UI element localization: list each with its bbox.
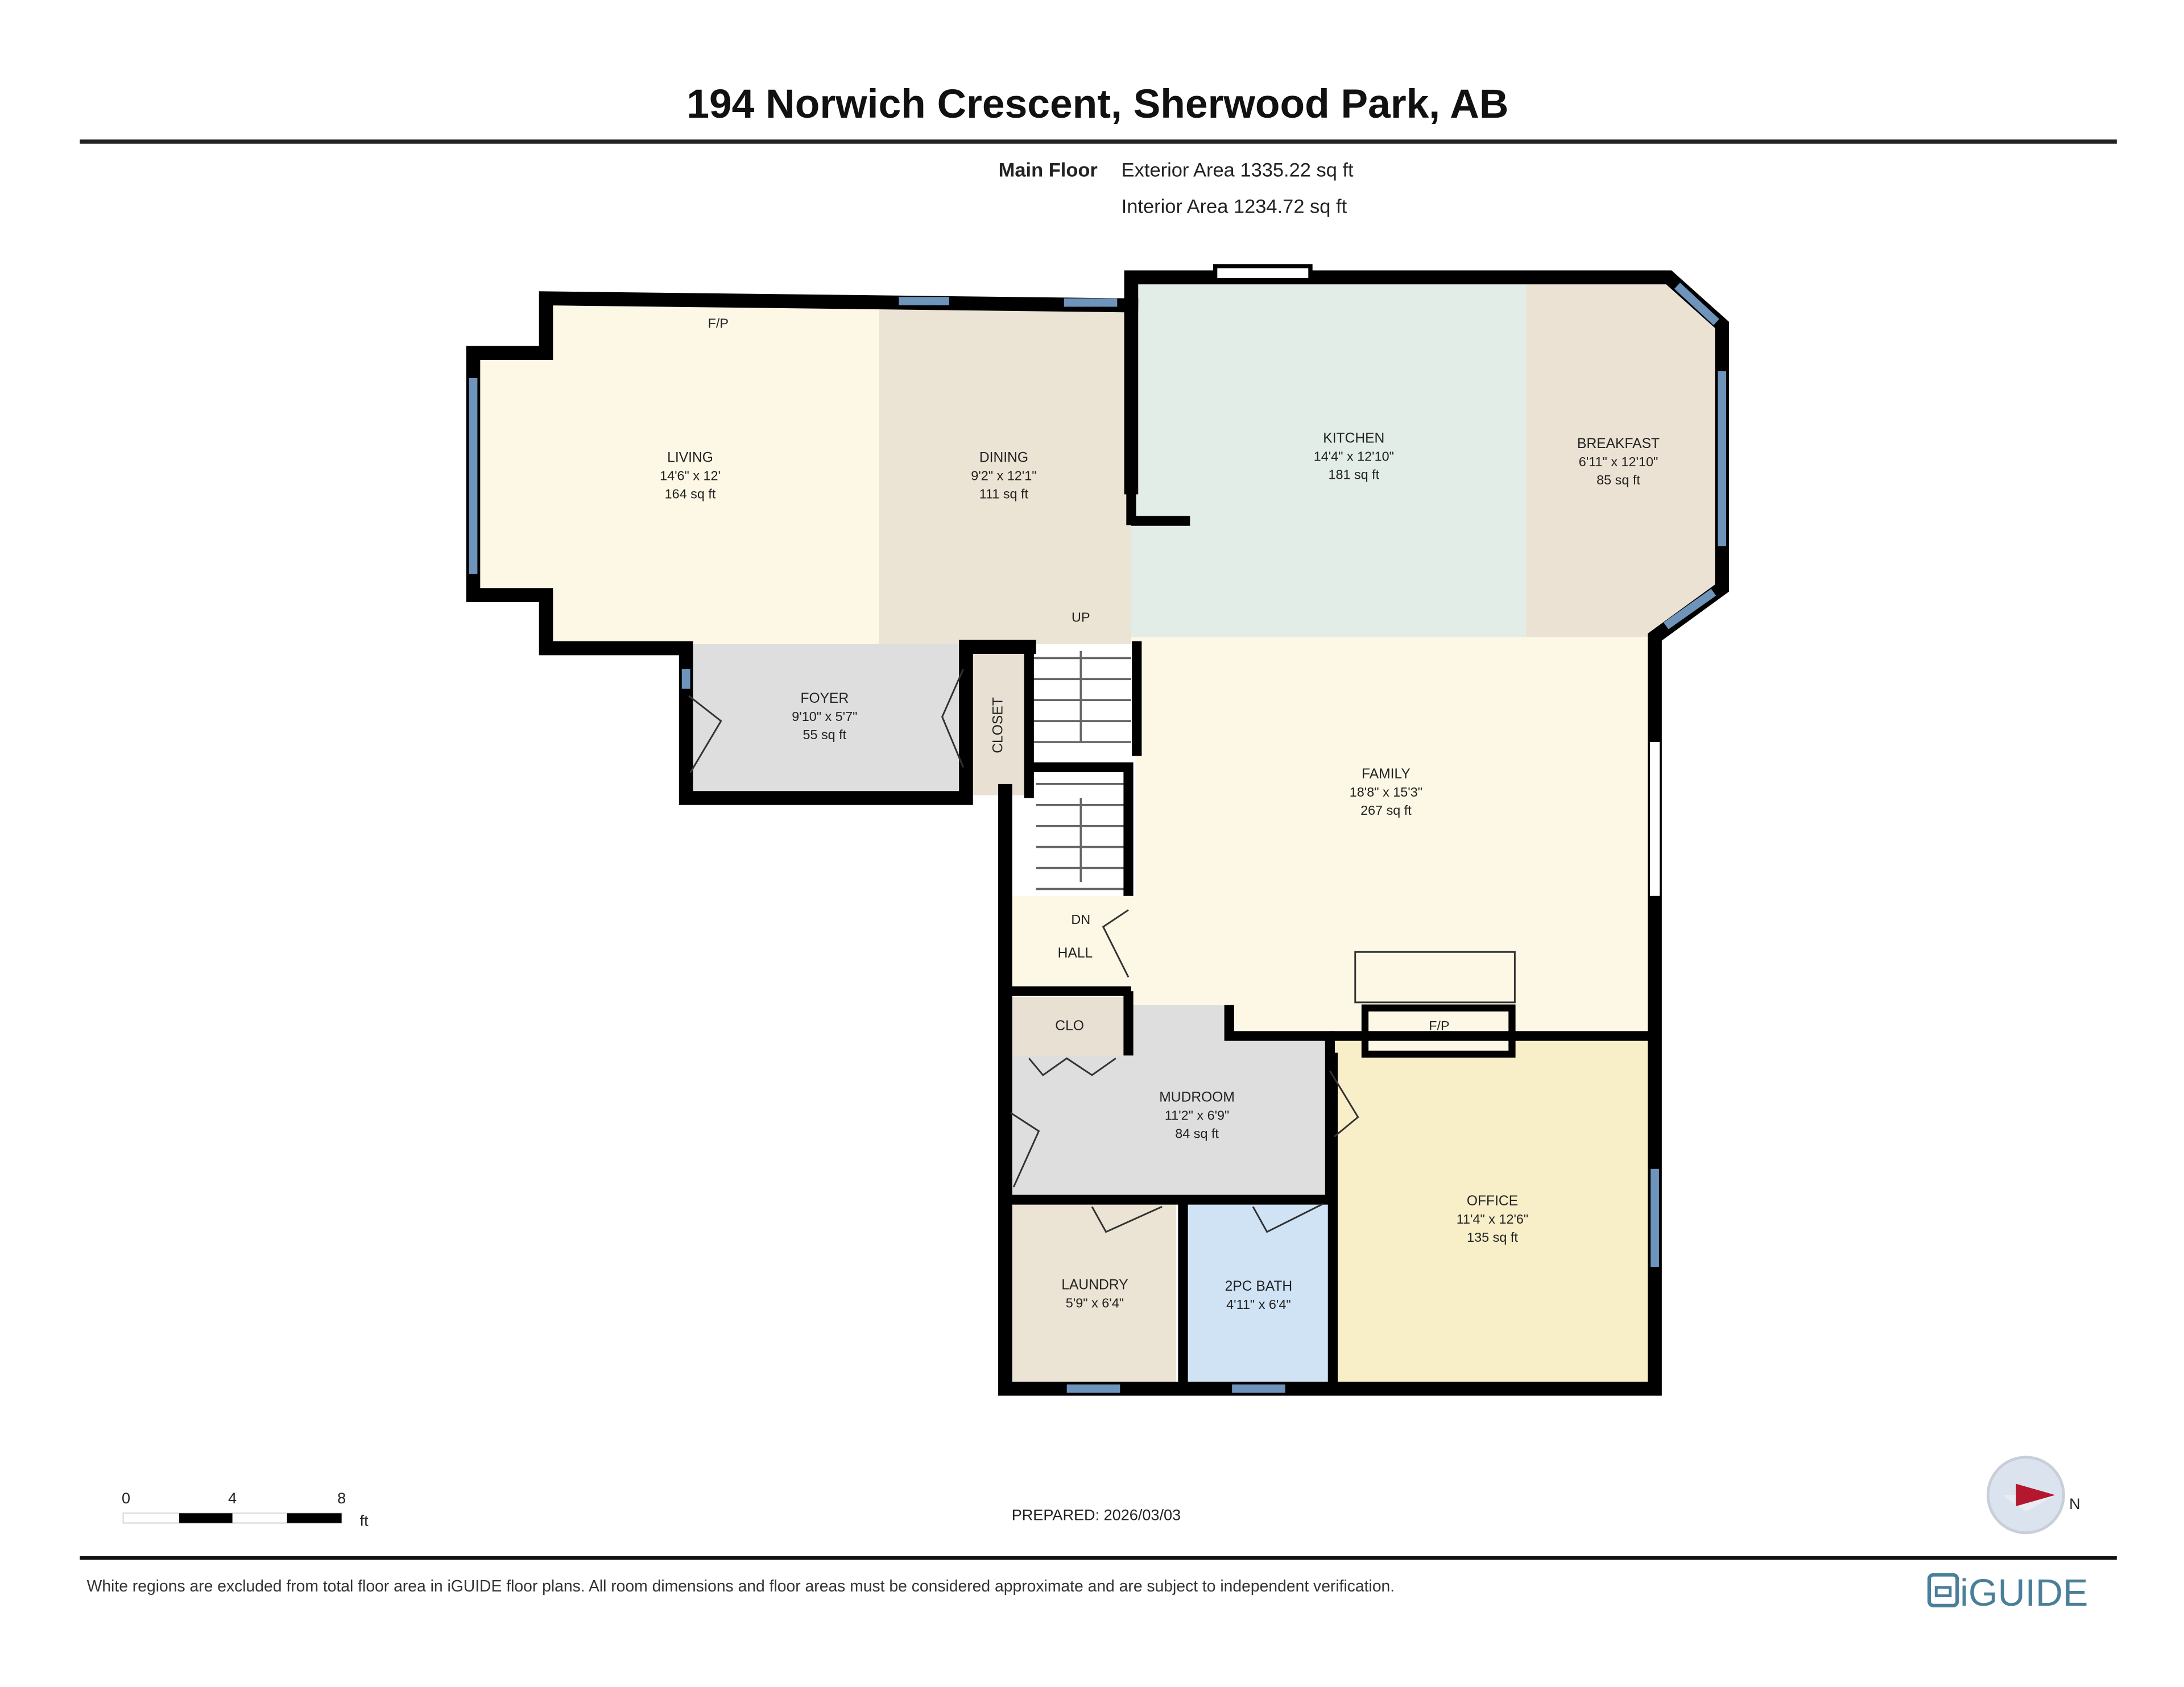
kitchen-dims: 14'4" x 12'10" bbox=[1314, 449, 1394, 463]
exterior-area: Exterior Area 1335.22 sq ft bbox=[1122, 160, 1354, 181]
office-area: 135 sq ft bbox=[1467, 1230, 1518, 1245]
office-dims: 11'4" x 12'6" bbox=[1457, 1212, 1528, 1226]
page-title: 194 Norwich Crescent, Sherwood Park, AB bbox=[686, 81, 1508, 127]
room-hall bbox=[1011, 896, 1134, 992]
office-name: OFFICE bbox=[1467, 1193, 1518, 1209]
room-mudroom bbox=[1011, 1005, 1330, 1200]
windows bbox=[469, 264, 1727, 1393]
scale-tick-0: 0 bbox=[122, 1489, 130, 1507]
breakfast-area: 85 sq ft bbox=[1596, 472, 1640, 487]
disclaimer: White regions are excluded from total fl… bbox=[87, 1577, 1395, 1595]
dining-dims: 9'2" x 12'1" bbox=[971, 469, 1036, 483]
bath-name: 2PC BATH bbox=[1225, 1279, 1293, 1294]
fireplace-hearth bbox=[1354, 951, 1516, 1004]
living-dims: 14'6" x 12' bbox=[660, 469, 721, 483]
living-area: 164 sq ft bbox=[665, 487, 716, 501]
dining-name: DINING bbox=[979, 450, 1028, 466]
room-foyer bbox=[686, 644, 966, 798]
room-laundry bbox=[1011, 1204, 1176, 1390]
dining-area: 111 sq ft bbox=[979, 487, 1029, 501]
scale-bar: 0 4 8 ft bbox=[122, 1489, 369, 1529]
dn-label: DN bbox=[1071, 912, 1090, 927]
scale-tick-8: 8 bbox=[337, 1489, 346, 1507]
room-office bbox=[1333, 1035, 1655, 1389]
doors bbox=[688, 669, 1359, 1233]
up-label: UP bbox=[1072, 610, 1090, 624]
room-clo bbox=[1011, 997, 1128, 1056]
living-fireplace: F/P bbox=[708, 316, 729, 330]
family-dims: 18'8" x 15'3" bbox=[1350, 785, 1422, 799]
foyer-area: 55 sq ft bbox=[803, 727, 847, 742]
mudroom-dims: 11'2" x 6'9" bbox=[1165, 1108, 1229, 1123]
stair-treads bbox=[1033, 651, 1131, 890]
compass-icon: N bbox=[1986, 1456, 2080, 1535]
room-kitchen bbox=[1131, 277, 1527, 637]
breakfast-name: BREAKFAST bbox=[1577, 436, 1660, 451]
room-closet bbox=[966, 646, 1028, 795]
brand-name: iGUIDE bbox=[1960, 1572, 2088, 1614]
mudroom-name: MUDROOM bbox=[1159, 1090, 1235, 1105]
room-labels: LIVING 14'6" x 12' 164 sq ft F/P DINING … bbox=[660, 316, 1660, 1312]
hall-name: HALL bbox=[1058, 946, 1093, 961]
family-fireplace: F/P bbox=[1429, 1018, 1449, 1033]
rooms bbox=[475, 277, 1719, 1390]
kitchen-name: KITCHEN bbox=[1323, 430, 1384, 446]
breakfast-dims: 6'11" x 12'10" bbox=[1579, 454, 1658, 469]
bath-dims: 4'11" x 6'4" bbox=[1226, 1297, 1290, 1312]
room-family bbox=[1131, 637, 1655, 1032]
room-breakfast bbox=[1526, 277, 1719, 637]
prepared-date: PREPARED: 2026/03/03 bbox=[1012, 1506, 1181, 1524]
room-living bbox=[475, 305, 882, 644]
family-name: FAMILY bbox=[1362, 766, 1410, 782]
room-bath bbox=[1187, 1204, 1330, 1390]
floor-name: Main Floor bbox=[999, 160, 1098, 181]
mudroom-area: 84 sq ft bbox=[1175, 1126, 1219, 1141]
living-name: LIVING bbox=[667, 450, 713, 466]
closet-name: CLOSET bbox=[990, 697, 1006, 753]
iguide-logo: iGUIDE bbox=[1927, 1572, 2088, 1614]
foyer-name: FOYER bbox=[800, 691, 849, 706]
compass-north-label: N bbox=[2069, 1495, 2080, 1512]
foyer-dims: 9'10" x 5'7" bbox=[792, 709, 857, 724]
laundry-name: LAUNDRY bbox=[1061, 1277, 1128, 1292]
room-dining bbox=[879, 305, 1131, 644]
scale-tick-4: 4 bbox=[228, 1489, 237, 1507]
interior-area: Interior Area 1234.72 sq ft bbox=[1122, 196, 1347, 218]
laundry-dims: 5'9" x 6'4" bbox=[1066, 1295, 1124, 1310]
scale-unit: ft bbox=[360, 1511, 369, 1529]
kitchen-area: 181 sq ft bbox=[1328, 467, 1379, 482]
clo-name: CLO bbox=[1055, 1018, 1084, 1034]
family-area: 267 sq ft bbox=[1360, 803, 1412, 818]
